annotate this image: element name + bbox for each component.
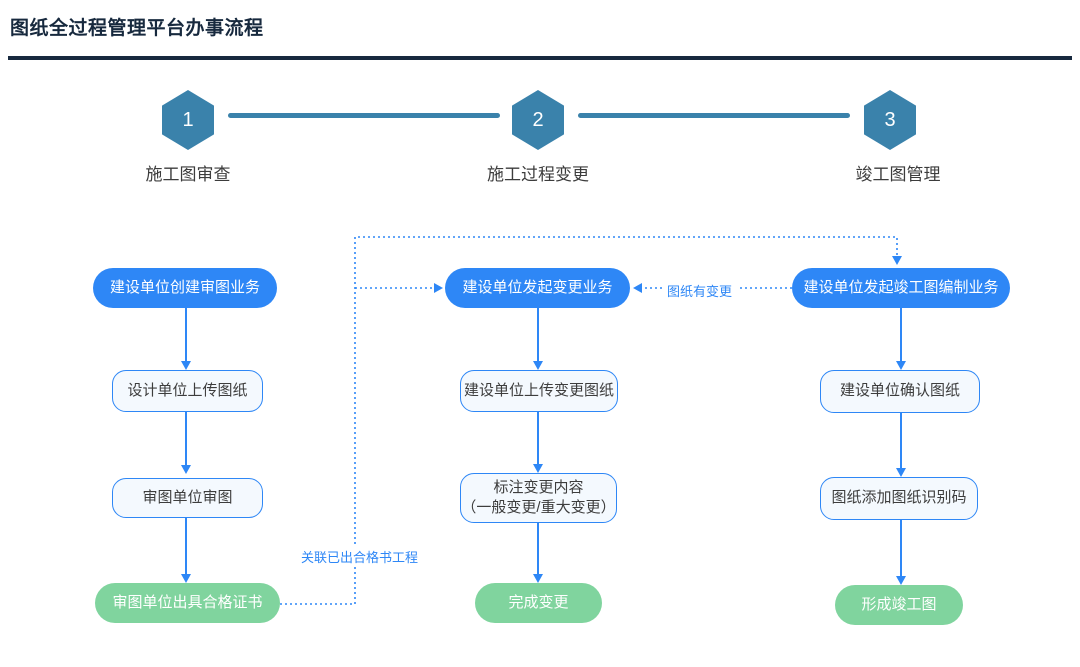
- flow-node-label: 建设单位发起竣工图编制业务: [803, 278, 999, 296]
- flow-node-label: 标注变更内容 （一般变更/重大变更）: [461, 478, 615, 519]
- flow-node-add-id-code: 图纸添加图纸识别码: [820, 477, 978, 520]
- page-title: 图纸全过程管理平台办事流程: [10, 18, 264, 39]
- flow-node-label: 建设单位上传变更图纸: [463, 381, 614, 399]
- step-number: 1: [182, 108, 194, 131]
- step-label-2: 施工过程变更: [487, 165, 589, 184]
- flow-node-change-complete: 完成变更: [475, 583, 602, 623]
- flow-node-label: 建设单位确认图纸: [839, 382, 960, 400]
- step-number: 3: [884, 108, 896, 131]
- flow-node-label-line1: 标注变更内容: [493, 478, 584, 496]
- flow-node-issue-certificate: 审图单位出具合格证书: [95, 583, 280, 623]
- step-label-3: 竣工图管理: [855, 165, 941, 184]
- edge-label-drawing-changed: 图纸有变更: [662, 281, 738, 300]
- edge-label-cert-link: 关联已出合格书工程: [296, 547, 424, 566]
- flow-node-asbuilt-formed: 形成竣工图: [835, 585, 963, 625]
- step-connector-line: [578, 113, 850, 118]
- flow-node-review-drawings: 审图单位审图: [112, 478, 263, 518]
- step-label-1: 施工图审查: [145, 165, 231, 184]
- arrowhead-into-completion: [892, 256, 902, 265]
- flow-node-label: 审图单位审图: [142, 488, 233, 506]
- flow-node-label: 审图单位出具合格证书: [112, 593, 263, 611]
- flow-node-label: 完成变更: [508, 593, 569, 611]
- title-divider: [8, 56, 1072, 60]
- flow-node-upload-change-drawings: 建设单位上传变更图纸: [460, 370, 618, 412]
- flow-node-confirm-drawings: 建设单位确认图纸: [820, 370, 980, 413]
- flow-node-create-review: 建设单位创建审图业务: [93, 268, 277, 308]
- flow-node-label: 建设单位发起变更业务: [462, 278, 613, 296]
- flow-node-label: 设计单位上传图纸: [127, 381, 248, 399]
- solid-arrows: [181, 307, 906, 585]
- dotted-arrowheads: [434, 256, 902, 293]
- step-number: 2: [532, 108, 544, 131]
- arrowhead-into-change-right: [633, 283, 642, 293]
- arrowhead-into-change-left: [434, 283, 443, 293]
- flow-node-upload-drawings: 设计单位上传图纸: [112, 370, 263, 412]
- flow-node-label-line2: （一般变更/重大变更）: [461, 499, 616, 516]
- flow-node-label: 建设单位创建审图业务: [109, 278, 260, 296]
- flow-node-initiate-asbuilt: 建设单位发起竣工图编制业务: [792, 268, 1010, 308]
- dotted-path-cert-loop: [280, 236, 898, 605]
- flow-node-label: 图纸添加图纸识别码: [831, 489, 967, 507]
- step-connector-line: [228, 113, 500, 118]
- flow-node-mark-change-content: 标注变更内容 （一般变更/重大变更）: [460, 473, 617, 523]
- flow-node-label: 形成竣工图: [861, 595, 937, 613]
- flow-node-initiate-change: 建设单位发起变更业务: [445, 268, 630, 308]
